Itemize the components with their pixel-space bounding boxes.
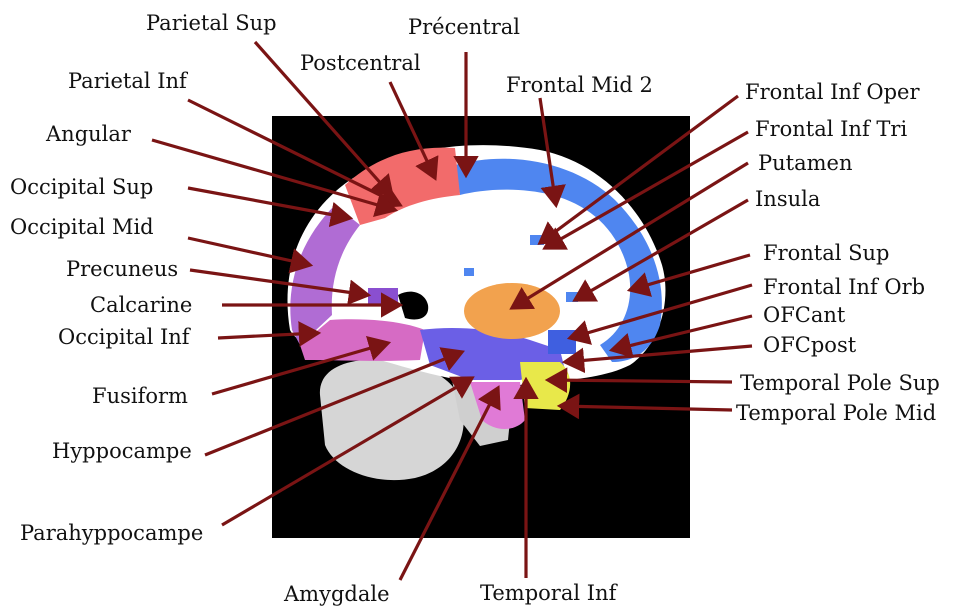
- label-occipital-mid: Occipital Mid: [10, 215, 154, 239]
- label-frontal-inf-orb: Frontal Inf Orb: [763, 275, 925, 299]
- arrow-temporal-pole-sup: [548, 380, 732, 382]
- label-ofcant: OFCant: [763, 303, 846, 327]
- label-temporal-pole-mid: Temporal Pole Mid: [736, 401, 936, 425]
- label-ofcpost: OFCpost: [763, 333, 857, 357]
- label-insula: Insula: [755, 187, 820, 211]
- label-frontal-inf-oper: Frontal Inf Oper: [745, 80, 920, 104]
- label-calcarine: Calcarine: [90, 293, 192, 317]
- label-occipital-inf: Occipital Inf: [58, 325, 192, 349]
- label-putamen: Putamen: [758, 151, 852, 175]
- label-parahyppocampe: Parahyppocampe: [20, 521, 203, 545]
- label-frontal-sup: Frontal Sup: [763, 241, 889, 265]
- label-temporal-inf: Temporal Inf: [480, 581, 619, 605]
- label-parietal-sup: Parietal Sup: [146, 11, 277, 35]
- label-fusiform: Fusiform: [92, 384, 188, 408]
- label-precentral: Précentral: [408, 15, 520, 39]
- label-amygdale: Amygdale: [283, 582, 390, 606]
- label-precuneus: Precuneus: [66, 257, 178, 281]
- cerebellum: [320, 360, 464, 480]
- label-parietal-inf: Parietal Inf: [68, 69, 189, 93]
- label-angular: Angular: [45, 122, 132, 146]
- label-occipital-sup: Occipital Sup: [10, 175, 153, 199]
- label-temporal-pole-sup: Temporal Pole Sup: [740, 371, 940, 395]
- small-blue-spot: [464, 268, 474, 276]
- label-postcentral: Postcentral: [300, 51, 421, 75]
- label-hyppocampe: Hyppocampe: [52, 439, 192, 463]
- label-frontal-mid-2: Frontal Mid 2: [506, 73, 653, 97]
- putamen-region: [464, 283, 560, 339]
- label-frontal-inf-tri: Frontal Inf Tri: [755, 117, 907, 141]
- calcarine-block: [368, 288, 398, 304]
- ofc-spot: [548, 330, 576, 354]
